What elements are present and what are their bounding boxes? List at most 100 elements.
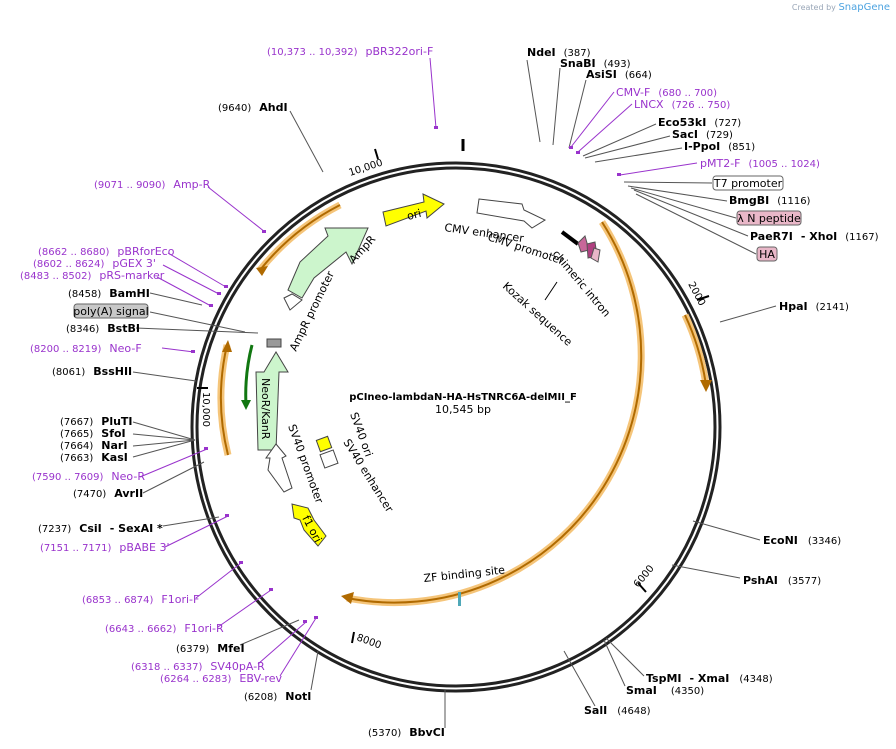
- site-nari[interactable]: (7664)NarI: [60, 439, 127, 452]
- leader-tspmi: [605, 637, 645, 677]
- site-smai[interactable]: SmaI(4350): [626, 684, 704, 697]
- ha-label: HA: [759, 248, 775, 261]
- backbone-outer: [190, 161, 722, 693]
- sv40-enhancer-feature[interactable]: SV40 enhancer: [319, 437, 396, 515]
- primer-pgex3[interactable]: (8602 .. 8624)pGEX 3': [33, 257, 156, 270]
- primer-labels: CMV-F(680 .. 700) LNCX(726 .. 750) pMT2-…: [20, 45, 820, 685]
- site-bsshii[interactable]: (8061)BssHII: [52, 365, 132, 378]
- site-bmgbi[interactable]: BmgBI(1116): [729, 194, 811, 207]
- neor-feature[interactable]: NeoR/KanR: [255, 351, 289, 451]
- sv40-promoter-arrow: [265, 443, 293, 493]
- site-bstbi[interactable]: (8346)BstBI: [66, 322, 140, 335]
- leader-eco53ki: [582, 123, 657, 157]
- f1-ori-feature[interactable]: f1 ori: [291, 503, 327, 547]
- primer-neo-r[interactable]: (7590 .. 7609)Neo-R: [32, 470, 145, 483]
- ampr-feature[interactable]: AmpR: [287, 227, 378, 299]
- leader-pbabe3: [164, 515, 229, 548]
- leader-pgex3: [162, 264, 220, 295]
- site-mfei[interactable]: (6379)MfeI: [176, 642, 245, 655]
- lambda-n-peptide-box[interactable]: [736, 210, 802, 226]
- neor-green-arrow: [244, 344, 254, 406]
- cmv-promoter-label: CMV promoter: [486, 230, 566, 267]
- site-bamhi[interactable]: (8458)BamHI: [68, 287, 150, 300]
- orf-arc-main[interactable]: [346, 220, 645, 607]
- leader-pshai: [671, 564, 741, 579]
- primer-mark-pbr322ori-f: [434, 126, 438, 129]
- site-csii[interactable]: (7237)CsiI- SexAI *: [38, 522, 163, 535]
- intron-seg-3: [590, 247, 601, 263]
- ampr-promoter-arrow: [283, 293, 303, 311]
- site-sfoi[interactable]: (7665)SfoI: [60, 427, 126, 440]
- t7-promoter-box[interactable]: [712, 175, 784, 191]
- site-sali[interactable]: SalI(4648): [584, 704, 651, 717]
- neor-green-head: [241, 400, 251, 410]
- primer-pbabe3[interactable]: (7151 .. 7171)pBABE 3': [40, 541, 170, 554]
- gray-marker[interactable]: [266, 338, 282, 348]
- chimeric-intron-feature[interactable]: chimeric intron: [550, 230, 613, 320]
- orf-arc-main-core: [346, 221, 643, 604]
- tick-4000: [637, 582, 647, 593]
- site-asisi[interactable]: AsiSI(664): [586, 68, 652, 81]
- primer-cmv-f[interactable]: CMV-F(680 .. 700): [616, 86, 717, 99]
- f1-ori-arrow: [291, 503, 327, 547]
- chimeric-intron-label: chimeric intron: [550, 248, 613, 320]
- snapgene-logo: SnapGene: [838, 2, 890, 13]
- site-avrii[interactable]: (7470)AvrII: [73, 487, 143, 500]
- primer-amp-r[interactable]: (9071 .. 9090)Amp-R: [94, 178, 211, 191]
- site-ahdi[interactable]: (9640)AhdI: [218, 101, 288, 114]
- site-pluti[interactable]: (7667)PluTI: [60, 415, 133, 428]
- primer-mark-pmt2-f: [617, 173, 621, 176]
- leader-avrii: [142, 461, 205, 494]
- cmv-enhancer-arrow: [476, 198, 547, 229]
- leader-mfei: [239, 619, 300, 646]
- primer-lncx[interactable]: LNCX(726 .. 750): [634, 98, 730, 111]
- site-hpai[interactable]: HpaI(2141): [779, 300, 849, 313]
- leader-pmt2-f: [619, 162, 698, 176]
- site-pshai[interactable]: PshAI(3577): [743, 574, 821, 587]
- ha-box[interactable]: [756, 246, 778, 262]
- leader-f1ori-f: [195, 562, 242, 599]
- orf-arrowhead-ampr: [256, 266, 268, 276]
- leader-snabi: [552, 67, 561, 146]
- primer-sv40pa-r[interactable]: (6318 .. 6337)SV40pA-R: [131, 660, 265, 673]
- polya-signal-box[interactable]: [73, 303, 149, 319]
- primer-ebv-rev[interactable]: (6264 .. 6283)EBV-rev: [160, 672, 282, 685]
- leader-t7: [623, 181, 713, 184]
- primer-pmt2-f[interactable]: pMT2-F(1005 .. 1024): [700, 157, 820, 170]
- primer-f1ori-r[interactable]: (6643 .. 6662)F1ori-R: [105, 622, 224, 635]
- site-eco53ki[interactable]: Eco53kI(727): [658, 116, 741, 129]
- leader-prs-marker: [156, 276, 212, 307]
- primer-pbrforeco[interactable]: (8662 .. 8680)pBRforEco: [38, 245, 175, 258]
- primer-f1ori-f[interactable]: (6853 .. 6874)F1ori-F: [82, 593, 199, 606]
- primer-pbr322ori-f[interactable]: (10,373 .. 10,392)pBR322ori-F: [267, 45, 433, 58]
- orf-arrowhead-right: [700, 380, 712, 392]
- site-paer7i[interactable]: PaeR7I- XhoI(1167): [750, 230, 879, 243]
- zf-binding-marker[interactable]: [458, 592, 461, 606]
- site-bbvci[interactable]: (5370)BbvCI: [368, 726, 445, 739]
- site-noti[interactable]: (6208)NotI: [244, 690, 311, 703]
- primer-neo-f[interactable]: (8200 .. 8219)Neo-F: [30, 342, 142, 355]
- intron-bar: [560, 230, 580, 246]
- tick-10000: [374, 148, 379, 160]
- site-tspmi[interactable]: TspMI- XmaI(4348): [646, 672, 773, 685]
- leader-bamhi: [149, 292, 203, 306]
- site-econi[interactable]: EcoNI(3346): [763, 534, 841, 547]
- site-saci[interactable]: SacI(729): [672, 128, 733, 141]
- leader-ahdi: [289, 110, 324, 173]
- site-ippoi[interactable]: I-PpoI(851): [684, 140, 755, 153]
- polya-signal-label: poly(A) signal: [73, 305, 148, 318]
- t7-promoter-label: T7 promoter: [713, 177, 783, 190]
- site-snabi[interactable]: SnaBI(493): [560, 57, 631, 70]
- leader-bmgbi: [627, 185, 728, 202]
- leader-sfoi: [132, 433, 196, 441]
- orf-arc-ampr-core: [259, 204, 341, 271]
- tick-label-4000: 6000: [632, 563, 657, 590]
- primer-mark-pgex3: [217, 292, 221, 295]
- ori-feature[interactable]: ori: [382, 193, 445, 227]
- leader-neo-f: [161, 347, 195, 353]
- site-kasi[interactable]: (7663)KasI: [60, 451, 128, 464]
- site-ndei[interactable]: NdeI(387): [527, 46, 591, 59]
- primer-mark-neo-f: [191, 350, 195, 353]
- primer-prs-marker[interactable]: (8483 .. 8502)pRS-marker: [20, 269, 165, 282]
